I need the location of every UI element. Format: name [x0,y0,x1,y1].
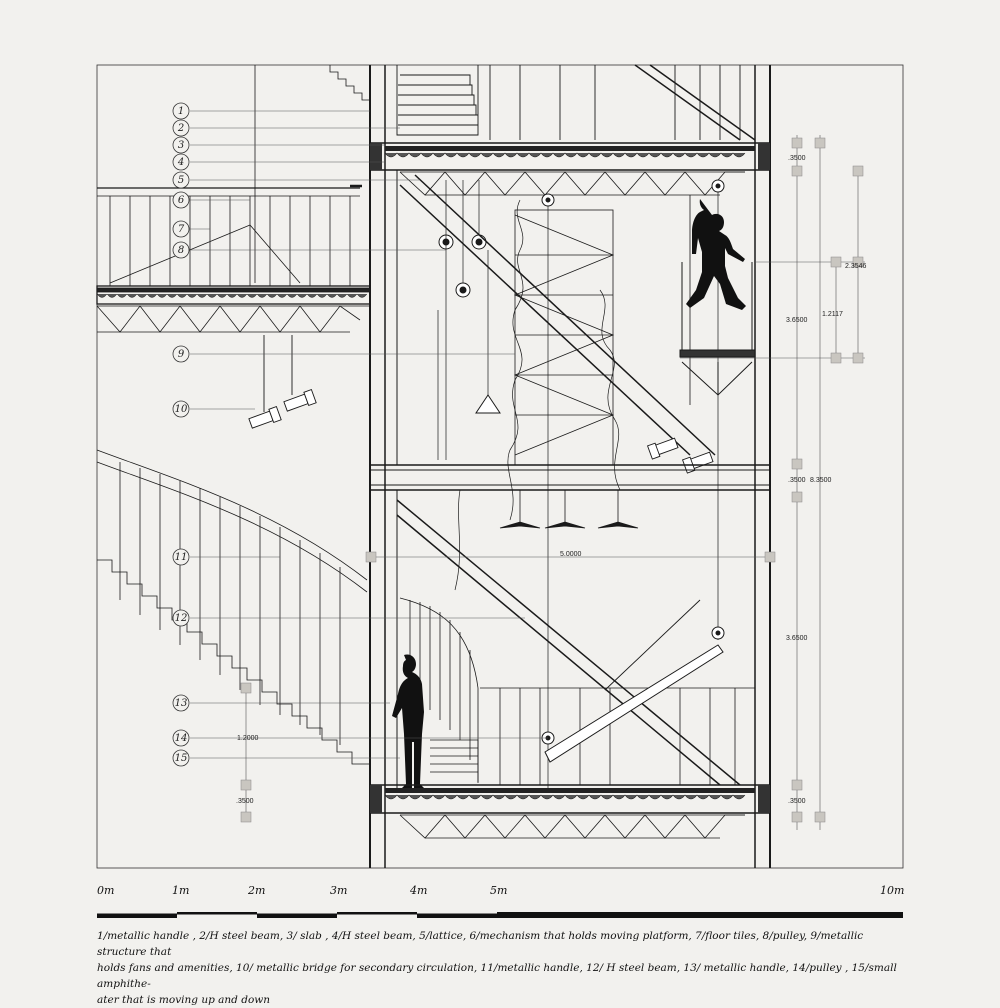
lower-slab [369,784,771,839]
legend: 1/metallic handle , 2/H steel beam, 3/ s… [97,928,903,1008]
person-lower-silhouette [392,654,424,788]
upper-lattice [399,171,745,196]
dim-amphitheater-height: 1.2000 [237,735,259,742]
callout-label-9: 9 [178,349,185,360]
dim-lower-height: 3.6500 [786,635,808,642]
dim-platform-offset: 2.3546 [845,263,867,270]
scale-bar [97,912,903,918]
callout-label-3: 3 [178,140,184,151]
callout-11 [172,548,190,566]
drawing-frame [96,64,904,869]
callout-label-8: 8 [178,245,184,256]
spotlights [248,335,714,474]
callout-label-7: 7 [178,224,185,235]
callout-5 [172,171,190,189]
legend-line-1: 1/metallic handle , 2/H steel beam, 3/ s… [97,930,864,958]
callout-13 [172,694,190,712]
scale-label-0m: 0m [97,884,115,897]
callout-8 [172,241,190,259]
callout-circles [172,102,190,767]
callout-label-15: 15 [175,753,188,764]
callout-leaders [190,110,548,759]
callout-14 [172,729,190,747]
callout-9 [172,345,190,363]
legend-line-3: ater that is moving up and down [97,994,271,1006]
lamp-icon [475,394,501,414]
scale-label-3m: 3m [330,884,348,897]
legend-line-2: holds fans and amenities, 10/ metallic b… [97,962,897,990]
dimension-markers [240,137,864,823]
callout-label-12: 12 [175,613,188,624]
callout-label-6: 6 [178,195,185,206]
callout-10 [172,400,190,418]
upper-braces [399,174,716,456]
dim-span-width: 5.0000 [560,551,582,558]
left-bridge [96,65,371,333]
callout-4 [172,153,190,171]
fan-structure [513,209,615,466]
scale-label-2m: 2m [248,884,266,897]
cables [437,180,719,790]
callout-label-2: 2 [177,123,184,134]
middle-slab [369,464,771,491]
left-lower-stair [96,449,370,765]
dim-slab-top: .3500 [788,155,806,162]
callout-label-13: 13 [175,698,188,709]
scale-label-4m: 4m [410,884,428,897]
dim-upper-height: 3.6500 [786,317,808,324]
callout-label-14: 14 [175,733,188,744]
dimension-labels: .3500 3.6500 1.2117 2.3546 8.3500 .3500 … [236,155,867,805]
dim-platform-height: 1.2117 [822,311,843,318]
scale-label-5m: 5m [490,884,508,897]
callout-2 [172,119,190,137]
callout-label-5: 5 [178,175,184,186]
callout-label-1: 1 [178,106,184,117]
callout-6 [172,191,190,209]
left-upper-stair [329,65,370,101]
lower-braces [396,499,741,786]
callout-7 [172,220,190,238]
moving-platform [679,262,756,396]
person-upper-silhouette [686,199,746,310]
callout-3 [172,136,190,154]
pulleys [438,179,725,298]
callout-labels: 1 2 3 4 5 6 7 8 9 10 11 12 13 14 15 [175,106,188,764]
dim-left-slab: .3500 [236,798,254,805]
upper-stair [396,64,756,141]
callout-label-10: 10 [175,404,188,415]
callout-15 [172,749,190,767]
dim-slab-mid: .3500 [788,477,806,484]
lower-tower-stair [399,597,755,785]
dim-total-height: 8.3500 [810,477,832,484]
scale-label-10m: 10m [880,884,905,897]
dimension-lines [245,135,865,830]
callout-12 [172,609,190,627]
callout-1 [172,102,190,120]
callout-label-11: 11 [175,552,188,563]
upper-slab [369,142,771,171]
scale-label-1m: 1m [172,884,190,897]
ceiling-fans [499,490,639,529]
dim-slab-bottom: .3500 [788,798,806,805]
callout-label-4: 4 [177,157,184,168]
amphitheater-ramp [541,626,725,763]
